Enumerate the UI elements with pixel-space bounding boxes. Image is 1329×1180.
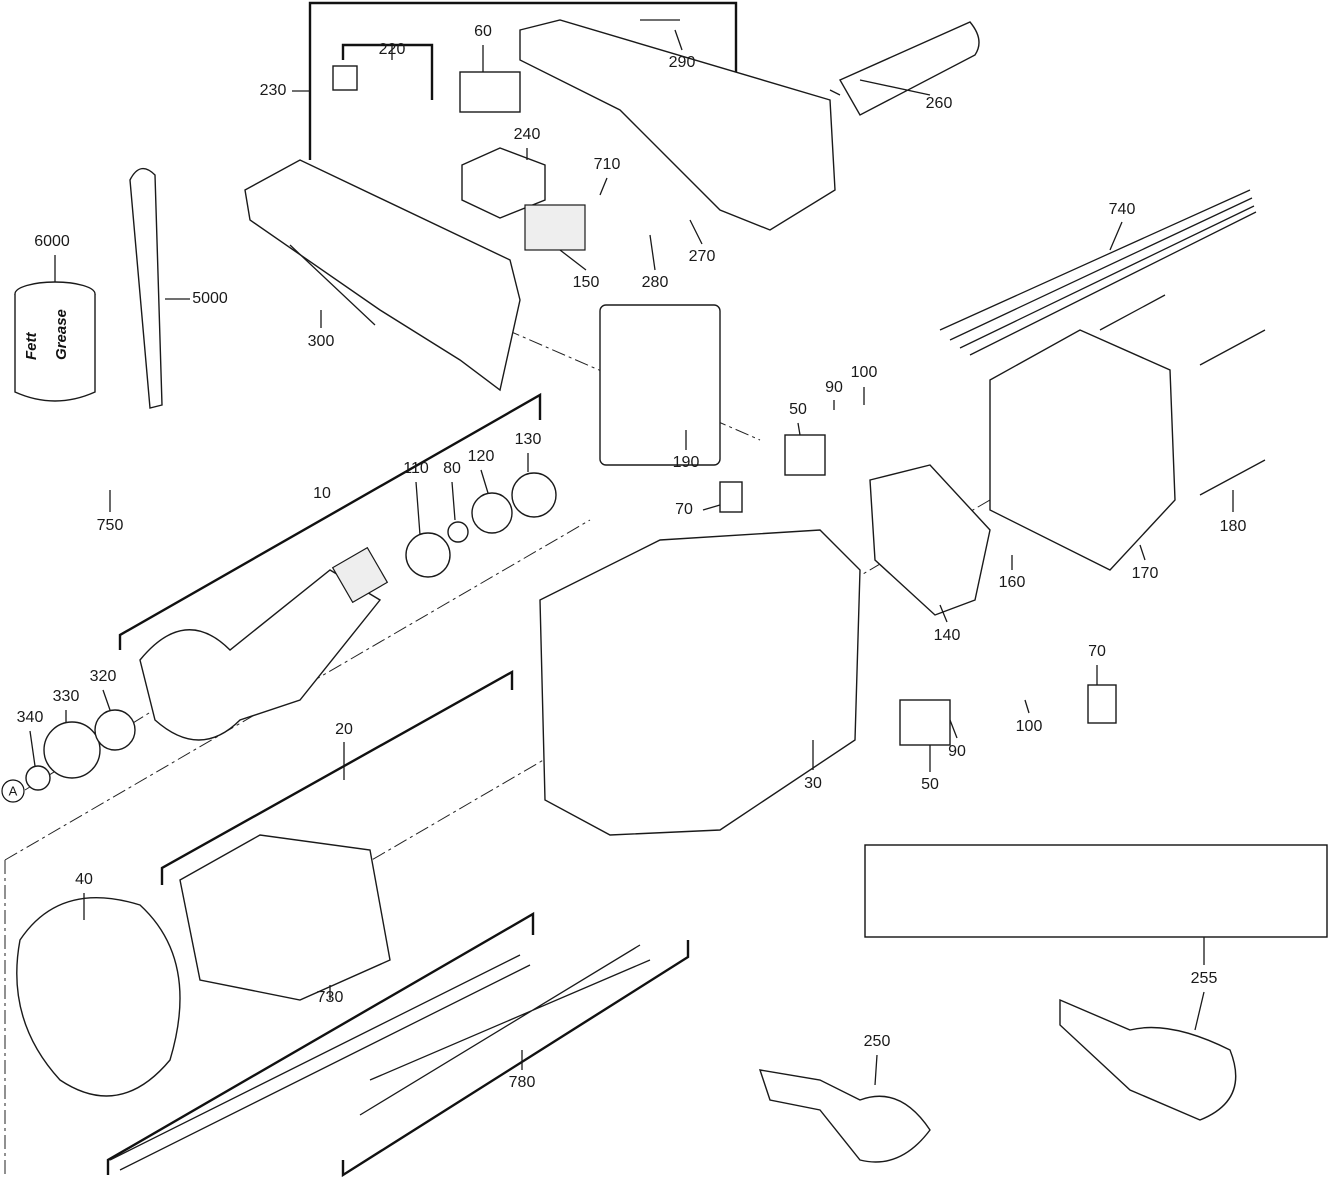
label-280: 280	[642, 274, 669, 291]
group-brackets	[106, 1, 1328, 1178]
label-240: 240	[514, 126, 541, 143]
spatula	[129, 167, 163, 409]
label-290: 290	[669, 54, 696, 71]
label-50: 50	[789, 401, 807, 418]
label-250: 250	[864, 1033, 891, 1050]
grease-can-label-fett: Fett	[23, 332, 40, 361]
stator-20	[179, 834, 391, 1001]
label-140: 140	[934, 627, 961, 644]
label-270: 270	[689, 248, 716, 265]
label-160: 160	[999, 574, 1026, 591]
parts: Fett Grease	[14, 19, 1266, 1171]
grease-can: Fett Grease	[14, 281, 96, 402]
switch-240	[461, 147, 546, 219]
notice-box	[864, 844, 1328, 938]
label-150: 150	[573, 274, 600, 291]
label-180: 180	[1220, 518, 1247, 535]
handle-housing	[244, 159, 521, 392]
housing-170	[989, 329, 1176, 571]
label-340: 340	[17, 709, 44, 726]
fan-guide-40	[16, 896, 181, 1097]
reference-a-circle	[1, 779, 25, 803]
label-6000: 6000	[34, 233, 70, 250]
label-330: 330	[53, 688, 80, 705]
label-10: 10	[313, 485, 331, 502]
armature-10	[139, 569, 382, 741]
cable-wires	[109, 944, 651, 1171]
label-255: 255	[1191, 970, 1218, 987]
sleeve-130	[511, 472, 557, 518]
brush-70a	[719, 481, 743, 513]
label-90: 90	[825, 379, 843, 396]
screws	[289, 19, 1266, 496]
label-a: A	[9, 783, 18, 798]
switch-150	[524, 204, 586, 251]
label-260: 260	[926, 95, 953, 112]
label-100-b: 100	[1016, 718, 1043, 735]
label-320: 320	[90, 668, 117, 685]
ring-340	[25, 765, 51, 791]
bearing-110	[405, 532, 451, 578]
label-70-b: 70	[1088, 643, 1106, 660]
label-730: 730	[317, 989, 344, 1006]
grease-can-label-grease: Grease	[53, 309, 70, 360]
label-70: 70	[675, 501, 693, 518]
label-60: 60	[474, 23, 492, 40]
label-50-b: 50	[921, 776, 939, 793]
bearing-120	[471, 492, 513, 534]
label-780: 780	[509, 1074, 536, 1091]
label-710: 710	[594, 156, 621, 173]
part-labels: 230 220 60 290 260 240 710 150 280 270 7…	[9, 23, 1247, 1091]
washer-80	[447, 521, 469, 543]
part-60-block	[459, 71, 521, 113]
grip-260	[839, 21, 980, 116]
label-190: 190	[673, 454, 700, 471]
label-740: 740	[1109, 201, 1136, 218]
plate-140	[869, 464, 991, 616]
label-90-b: 90	[948, 743, 966, 760]
brush-holder-50b	[899, 699, 951, 746]
label-30: 30	[804, 775, 822, 792]
label-750: 750	[97, 517, 124, 534]
label-130: 130	[515, 431, 542, 448]
brush-70b	[1087, 684, 1117, 724]
label-20: 20	[335, 721, 353, 738]
brush-holder-50a	[784, 434, 826, 476]
bearing-330	[43, 721, 101, 779]
label-40: 40	[75, 871, 93, 888]
label-300: 300	[308, 333, 335, 350]
label-100: 100	[851, 364, 878, 381]
plug-250	[758, 1069, 931, 1163]
label-220: 220	[379, 41, 406, 58]
label-170: 170	[1132, 565, 1159, 582]
commutator	[331, 546, 389, 604]
ring-320	[94, 709, 136, 751]
label-110: 110	[403, 460, 429, 477]
label-120: 120	[468, 448, 495, 465]
label-230: 230	[260, 82, 287, 99]
plug-255	[1059, 998, 1237, 1121]
label-5000: 5000	[192, 290, 228, 307]
motor-housing-30	[539, 529, 861, 836]
label-80: 80	[443, 460, 461, 477]
handle-cover	[519, 19, 836, 231]
leader-lines	[1, 29, 1234, 1086]
capacitor	[332, 65, 358, 91]
gear-plate-190	[599, 304, 721, 466]
cable-740	[939, 189, 1257, 356]
